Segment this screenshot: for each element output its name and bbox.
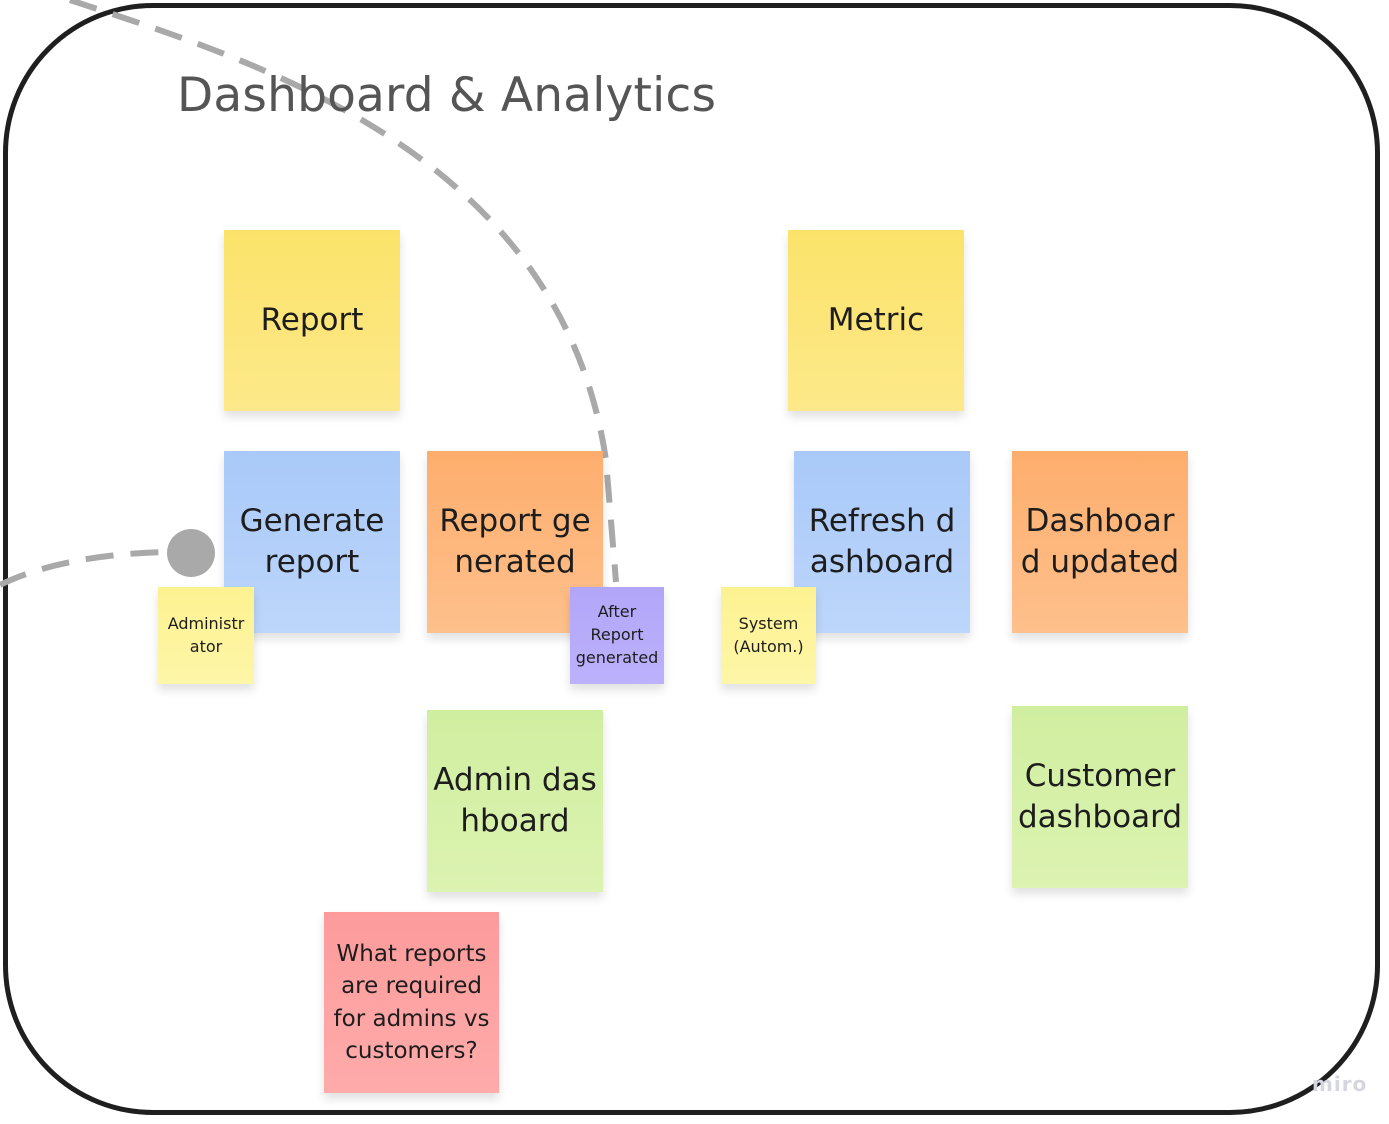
sticky-customer-dashboard[interactable]: Customer dashboard [1012,706,1188,888]
sticky-system-autom[interactable]: System (Autom.) [721,587,816,684]
sticky-report[interactable]: Report [224,230,400,411]
sticky-generate-report-text: Generate report [239,503,385,580]
connector-endpoint-dot[interactable] [167,529,215,577]
sticky-administrator[interactable]: Administrator [158,587,254,684]
sticky-metric-text: Metric [827,302,925,339]
sticky-system-autom-text: System (Autom.) [733,613,804,656]
sticky-question-hotspot[interactable]: What reports are required for admins vs … [324,912,499,1093]
sticky-refresh-dashboard[interactable]: Refresh dashboard [794,451,970,633]
sticky-customer-dashboard-text: Customer dashboard [1018,758,1182,835]
sticky-dashboard-updated[interactable]: Dashboard updated [1012,451,1188,633]
board-title: Dashboard & Analytics [177,68,717,123]
sticky-dashboard-updated-text: Dashboard updated [1020,503,1180,580]
sticky-admin-dashboard-text: Admin dashboard [433,762,597,839]
sticky-after-report-generated[interactable]: After Report generated [570,587,664,684]
sticky-admin-dashboard[interactable]: Admin dashboard [427,710,603,892]
sticky-metric[interactable]: Metric [788,230,964,411]
sticky-administrator-text: Administrator [167,613,245,656]
sticky-refresh-dashboard-text: Refresh dashboard [808,503,956,580]
sticky-report-generated-text: Report generated [439,503,591,580]
sticky-report-text: Report [260,302,364,339]
sticky-question-hotspot-text: What reports are required for admins vs … [333,941,490,1064]
miro-watermark: miro [1312,1072,1368,1096]
sticky-after-report-generated-text: After Report generated [575,602,659,667]
